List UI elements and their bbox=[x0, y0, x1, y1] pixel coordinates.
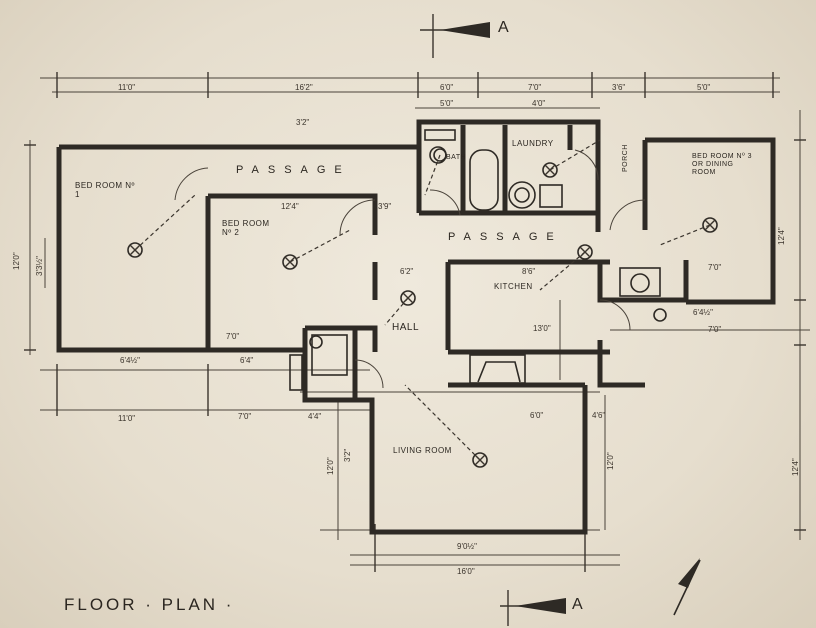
dim-label: 4'0" bbox=[532, 99, 546, 108]
room-label-laundry: LAUNDRY bbox=[512, 139, 554, 148]
dim-label: 7'0" bbox=[226, 332, 240, 341]
dim-label: 4'6" bbox=[592, 411, 606, 420]
dim-label: 6'4" bbox=[240, 356, 254, 365]
drawing-title: FLOOR · PLAN · bbox=[64, 595, 235, 614]
section-label-bottom: A bbox=[572, 596, 583, 613]
interior-walls bbox=[205, 122, 689, 400]
dim-label: 6'0" bbox=[440, 83, 454, 92]
dim-label: 12'4" bbox=[791, 458, 800, 476]
dim-label: 11'0" bbox=[118, 414, 136, 423]
room-label-passage-lower: PASSAGE bbox=[448, 231, 563, 243]
dim-label: 3'6" bbox=[612, 83, 626, 92]
room-label-living-room: LIVING ROOM bbox=[393, 446, 452, 455]
dim-label: 7'0" bbox=[238, 412, 252, 421]
section-marker-top bbox=[420, 14, 490, 58]
dim-label: 12'0" bbox=[606, 452, 615, 470]
room-label-bath: BATH bbox=[446, 154, 467, 161]
section-marker-bottom bbox=[500, 590, 566, 626]
dim-label: 6'4½" bbox=[120, 356, 140, 365]
dim-label: 11'0" bbox=[118, 83, 136, 92]
dim-label: 4'4" bbox=[308, 412, 322, 421]
dim-label: 7'0" bbox=[528, 83, 542, 92]
dim-label: 8'6" bbox=[522, 267, 536, 276]
dim-label: 9'0½" bbox=[457, 542, 477, 551]
dim-label: 12'0" bbox=[12, 252, 21, 270]
door-swings bbox=[174, 149, 646, 389]
dim-label: 6'0" bbox=[530, 411, 544, 420]
dim-label: 5'0" bbox=[440, 99, 454, 108]
room-label-kitchen: KITCHEN bbox=[494, 282, 533, 291]
dim-label: 12'4" bbox=[281, 202, 299, 211]
room-label-bed-room-1: BED ROOM Nº 1 bbox=[75, 181, 135, 199]
room-label-bed-room-3: BED ROOM Nº 3 OR DINING ROOM bbox=[692, 153, 753, 177]
dim-label: 3'2" bbox=[296, 118, 310, 127]
section-label-top: A bbox=[498, 19, 509, 36]
dim-label: 12'0" bbox=[326, 457, 335, 475]
wiring-lines bbox=[134, 139, 711, 461]
dim-label: 3'2" bbox=[343, 448, 352, 462]
dim-label: 6'2" bbox=[400, 267, 414, 276]
kitchen-fixtures bbox=[289, 267, 661, 391]
exterior-walls bbox=[56, 119, 776, 535]
dim-label: 13'0" bbox=[533, 324, 551, 333]
dim-label: 7'0" bbox=[708, 325, 722, 334]
dim-label: 3'3½" bbox=[35, 256, 44, 276]
dim-label: 6'4½" bbox=[693, 308, 713, 317]
room-label-hall: HALL bbox=[392, 322, 420, 333]
room-label-porch: PORCH bbox=[622, 144, 629, 172]
dim-label: 12'4" bbox=[777, 227, 786, 245]
dim-label: 3'9" bbox=[378, 202, 392, 211]
room-label-passage-upper: PASSAGE bbox=[236, 164, 351, 176]
dim-label: 16'2" bbox=[295, 83, 313, 92]
north-arrow-icon bbox=[673, 558, 701, 616]
dim-label: 7'0" bbox=[708, 263, 722, 272]
dim-label: 16'0" bbox=[457, 567, 475, 576]
dim-label: 5'0" bbox=[697, 83, 711, 92]
bathroom-fixtures bbox=[424, 129, 563, 211]
room-label-bed-room-2: BED ROOM Nº 2 bbox=[222, 219, 270, 237]
